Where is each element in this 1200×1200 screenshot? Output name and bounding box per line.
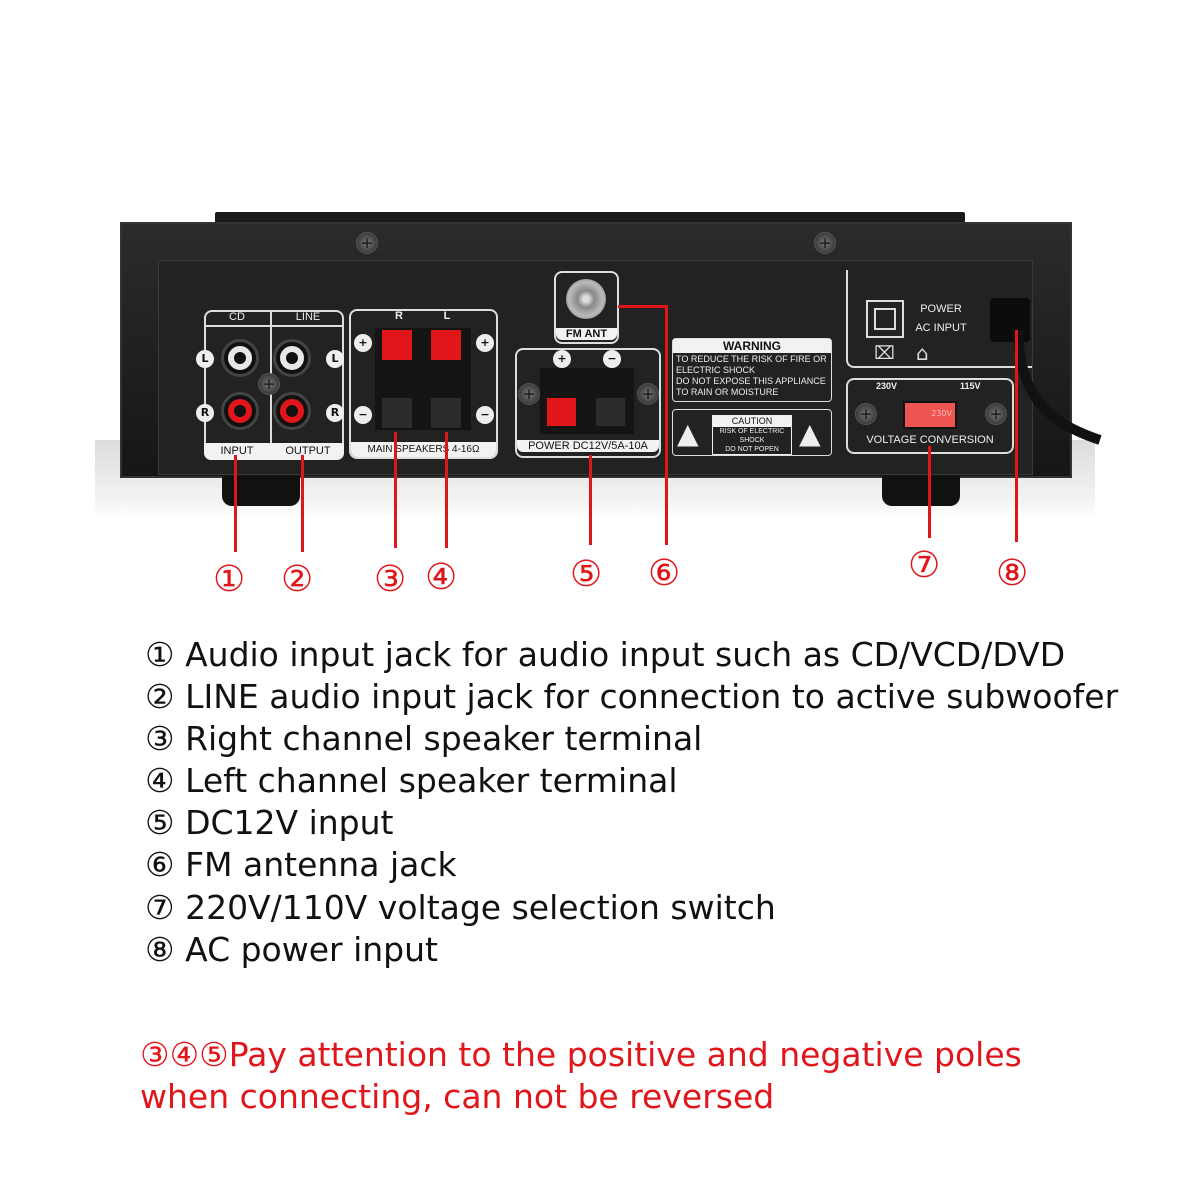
- channel-right-marker: R: [326, 404, 344, 422]
- polarity-note: ③④⑤Pay attention to the positive and neg…: [140, 1035, 1022, 1074]
- legend-item: ⑧ AC power input: [145, 930, 438, 969]
- screw-icon: +: [985, 403, 1007, 425]
- callout-line: [928, 446, 931, 538]
- legend-item: ⑤ DC12V input: [145, 803, 394, 842]
- ac-input-label: AC INPUT: [915, 322, 967, 334]
- channel-right-marker: R: [196, 404, 214, 422]
- channel-left-marker: L: [326, 350, 344, 368]
- callout-5: ⑤: [570, 554, 603, 595]
- warning-title: WARNING: [673, 339, 831, 353]
- channel-left-marker: L: [196, 350, 214, 368]
- cd-label: CD: [229, 311, 245, 323]
- 230v-label: 230V: [876, 381, 898, 391]
- screw-icon: +: [518, 383, 540, 405]
- screw-icon: +: [258, 373, 280, 395]
- caution-label: [672, 409, 832, 456]
- callout-line: [618, 305, 668, 308]
- dc-power-terminal-group: [515, 348, 661, 458]
- power-cord: [1013, 330, 1102, 445]
- minus-icon: −: [476, 406, 494, 424]
- weee-bin-icon: ⌧: [874, 343, 895, 364]
- plus-icon: +: [553, 350, 571, 368]
- high-voltage-warning-icon: ▲: [677, 417, 699, 450]
- fm-ant-label: FM ANT: [556, 328, 617, 340]
- foot: [882, 476, 960, 506]
- callout-line: [445, 432, 448, 548]
- class2-double-insulation-icon: [866, 300, 904, 338]
- left-negative-terminal[interactable]: [431, 398, 461, 428]
- 115v-label: 115V: [960, 381, 981, 391]
- legend-item: ① Audio input jack for audio input such …: [145, 635, 1066, 674]
- ac-input-area: [846, 270, 1032, 368]
- warning-line: DO NOT EXPOSE THIS APPLIANCE: [676, 376, 826, 386]
- right-positive-terminal[interactable]: [382, 330, 412, 360]
- caution-line: RISK OF ELECTRIC SHOCK: [719, 428, 785, 444]
- ac-power-plug[interactable]: [990, 298, 1030, 342]
- exclamation-warning-icon: ▲: [799, 417, 821, 450]
- warning-line: ELECTRIC SHOCK: [676, 365, 756, 375]
- callout-line: [1015, 330, 1018, 542]
- callout-3: ③: [374, 559, 407, 600]
- left-channel-label: L: [443, 310, 451, 322]
- dc-positive-terminal[interactable]: [547, 398, 576, 426]
- indoor-use-icon: ⌂: [916, 341, 929, 365]
- warning-label: WARNING TO REDUCE THE RISK OF FIRE OR EL…: [672, 338, 832, 402]
- callout-4: ④: [425, 557, 458, 598]
- legend-item: ⑦ 220V/110V voltage selection switch: [145, 888, 776, 927]
- fm-antenna-jack[interactable]: [566, 279, 606, 319]
- caution-title: CAUTION: [713, 416, 791, 427]
- callout-line: [234, 455, 237, 552]
- line-label: LINE: [295, 311, 321, 323]
- dc-power-label: POWER DC12V/5A-10A: [517, 440, 659, 452]
- speaker-label: MAIN SPEAKERS 4-16Ω: [367, 444, 480, 455]
- callout-line: [301, 455, 304, 552]
- line-output-jack-right[interactable]: [273, 392, 311, 430]
- left-positive-terminal[interactable]: [431, 330, 461, 360]
- plus-icon: +: [354, 334, 372, 352]
- callout-1: ①: [213, 559, 246, 600]
- screw-icon: +: [637, 383, 659, 405]
- output-label: OUTPUT: [285, 445, 331, 457]
- right-negative-terminal[interactable]: [382, 398, 412, 428]
- warning-line: TO RAIN OR MOISTURE: [676, 387, 779, 397]
- screw-icon: +: [814, 232, 836, 254]
- legend-item: ② LINE audio input jack for connection t…: [145, 677, 1119, 716]
- minus-icon: −: [354, 406, 372, 424]
- callout-line: [665, 305, 668, 545]
- legend-item: ⑥ FM antenna jack: [145, 845, 457, 884]
- callout-6: ⑥: [648, 553, 681, 594]
- legend-item: ④ Left channel speaker terminal: [145, 761, 678, 800]
- polarity-note: when connecting, can not be reversed: [140, 1077, 775, 1116]
- callout-line: [394, 432, 397, 548]
- callout-8: ⑧: [996, 553, 1029, 594]
- right-channel-label: R: [395, 310, 403, 322]
- legend-item: ③ Right channel speaker terminal: [145, 719, 703, 758]
- dc-negative-terminal[interactable]: [596, 398, 625, 426]
- power-label: POWER: [920, 303, 962, 315]
- cd-input-jack-left[interactable]: [221, 339, 259, 377]
- callout-2: ②: [281, 559, 314, 600]
- callout-7: ⑦: [908, 545, 941, 586]
- line-output-jack-left[interactable]: [273, 339, 311, 377]
- cd-input-jack-right[interactable]: [221, 392, 259, 430]
- callout-line: [589, 455, 592, 545]
- screw-icon: +: [356, 232, 378, 254]
- voltage-selector-switch[interactable]: 230V: [905, 403, 955, 427]
- speaker-terminal-group: [349, 309, 498, 459]
- warning-line: TO REDUCE THE RISK OF FIRE OR: [676, 354, 827, 364]
- input-label: INPUT: [220, 445, 254, 457]
- screw-icon: +: [855, 403, 877, 425]
- plus-icon: +: [476, 334, 494, 352]
- minus-icon: −: [603, 350, 621, 368]
- caution-line: DO NOT POPEN: [725, 446, 779, 453]
- voltage-conversion-label: VOLTAGE CONVERSION: [866, 434, 994, 446]
